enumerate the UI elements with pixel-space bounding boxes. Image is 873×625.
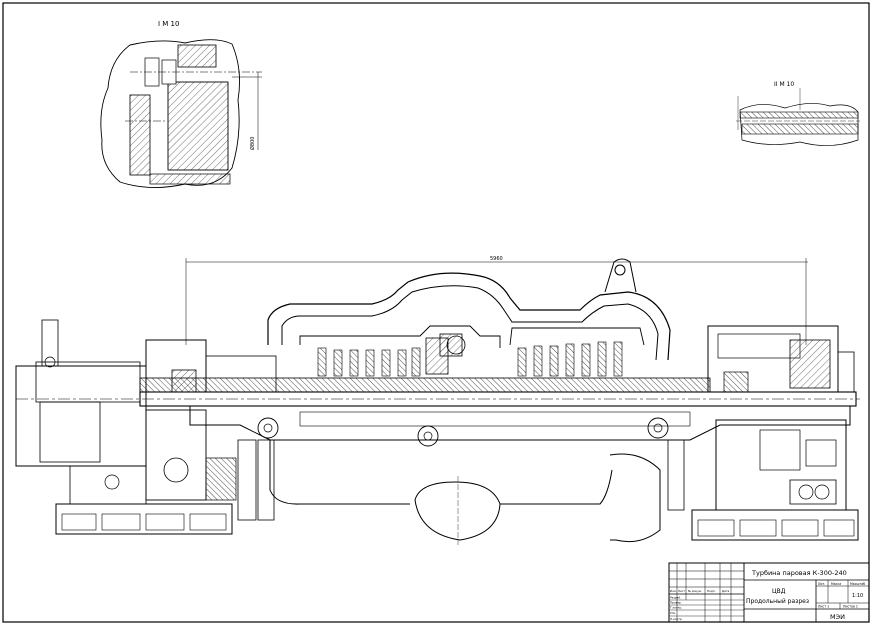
head-col-sign: Подп. (707, 589, 716, 593)
row-norm-control: Н.контр. (670, 617, 683, 621)
detail-1-label: I M 10 (158, 20, 179, 28)
detail-1: I M 10 Ø800 (100, 20, 262, 189)
drawing-code: ЦВД (772, 588, 786, 595)
column-mass: Масса (831, 582, 841, 586)
head-col-doc: № докум. (688, 589, 702, 593)
column-lit: Лит. (818, 582, 825, 586)
overall-dimension: 5960 (490, 256, 503, 262)
head-col-date: Дата (722, 589, 730, 593)
row-checked: Провер. (670, 601, 682, 605)
drawing-scale: 1:10 (852, 593, 863, 599)
drawing-title: Турбина паровая К-300-240 (751, 569, 847, 577)
title-block: Турбина паровая К-300-240 ЦВД Продольный… (668, 562, 870, 623)
row-approved: Утв. (670, 611, 676, 615)
detail-2-label: II M 10 (774, 81, 794, 88)
head-col-change: Изм. (670, 589, 677, 593)
drawing-subtitle: Продольный разрез (746, 598, 809, 605)
organization: МЭИ (830, 613, 845, 621)
detail-1-dimension: Ø800 (249, 137, 256, 150)
turbine-section: 5960 (15, 256, 860, 545)
ip-blade-rows (517, 341, 623, 377)
row-tech-control: Т.контр. (669, 606, 682, 610)
row-developed: Разраб. (670, 596, 681, 600)
head-col-sheet: Лист (678, 589, 685, 593)
detail-2: II M 10 (736, 81, 860, 146)
sheet-count: Листов 1 (843, 605, 858, 609)
hp-blade-rows (317, 337, 449, 377)
sheet-number: Лист 1 (818, 605, 829, 609)
column-scale: Масштаб (850, 582, 865, 586)
